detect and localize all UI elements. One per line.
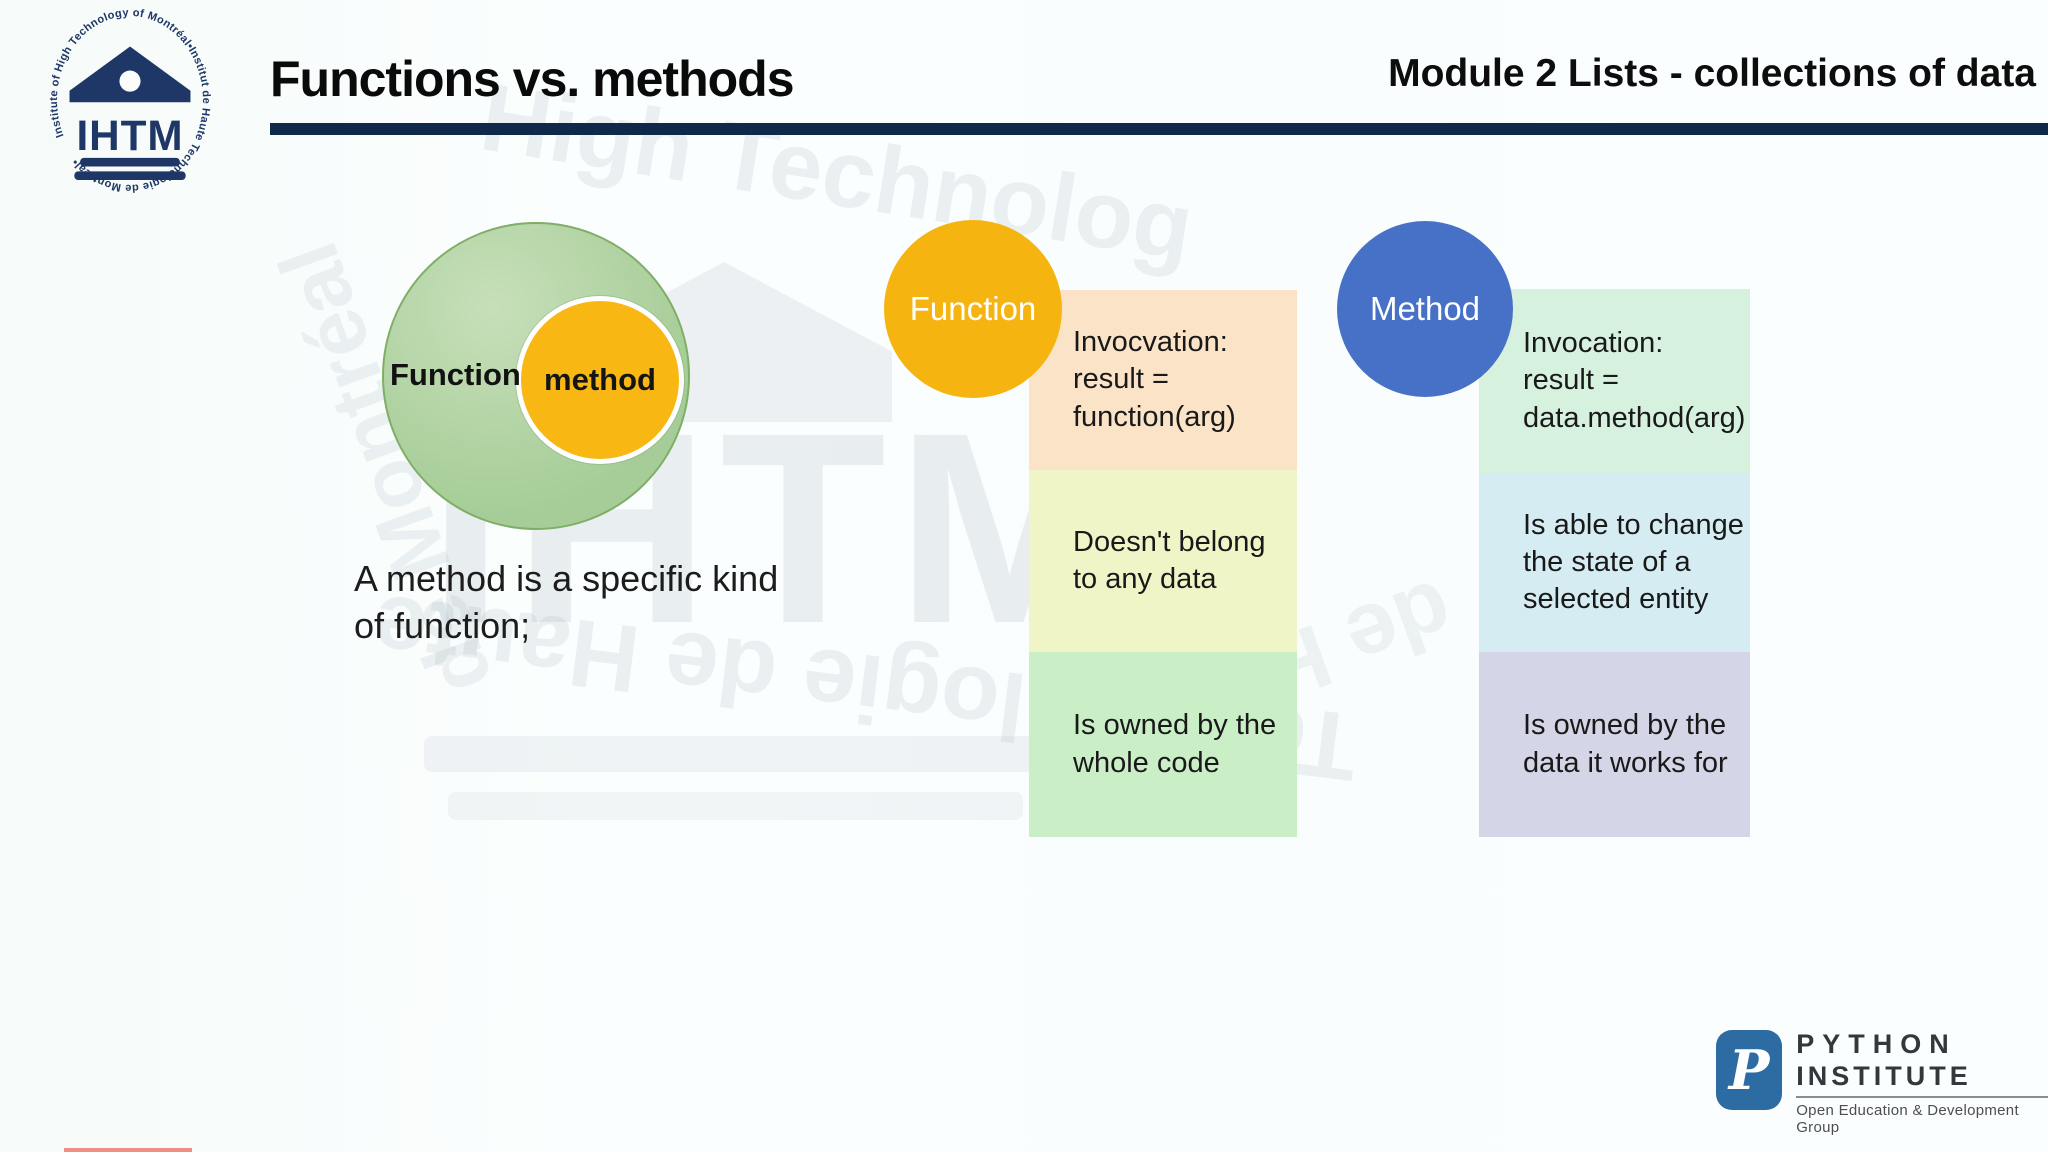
venn-caption: A method is a specific kind of function; [354, 558, 779, 646]
python-institute-badge-icon: P [1716, 1030, 1783, 1110]
python-institute-text: PYTHON INSTITUTE Open Education & Develo… [1796, 1029, 2048, 1137]
python-institute-line2: INSTITUTE [1796, 1061, 1972, 1092]
module-subtitle: Module 2 Lists - collections of data [1388, 52, 2036, 95]
header-rule [270, 123, 2048, 135]
function-row-invocation: Invocvation: result = function(arg) [1029, 290, 1297, 470]
python-institute-tagline: Open Education & Development Group [1796, 1102, 2019, 1137]
function-row-belonging: Doesn't belong to any data [1029, 470, 1297, 652]
python-institute-line1: PYTHON [1796, 1029, 1957, 1059]
venn-function-label: Function [390, 357, 521, 392]
python-institute-divider [1796, 1096, 2048, 1099]
watermark-bar [424, 736, 1044, 772]
page-title: Functions vs. methods [270, 51, 795, 107]
function-column-title: Function [909, 290, 1037, 327]
python-institute-logo: P PYTHON INSTITUTE Open Education & Deve… [1716, 1029, 2048, 1137]
watermark-bar [448, 792, 1023, 820]
method-column-title: Method [1369, 290, 1481, 327]
ihtm-seal-logo: Institute of High Technology of Montréal… [48, 7, 212, 194]
video-progress-sliver [64, 1148, 192, 1152]
seal-acronym: IHTM [76, 112, 183, 159]
function-column-circle: Function [884, 220, 1062, 398]
python-institute-initial: P [1728, 1038, 1770, 1102]
method-row-state: Is able to change the state of a selecte… [1479, 473, 1750, 652]
method-row-ownership: Is owned by the data it works for [1479, 652, 1750, 837]
venn-method-label: method [544, 362, 656, 397]
seal-building-icon [69, 46, 191, 180]
method-row-invocation: Invocation: result = data.method(arg) [1479, 289, 1750, 473]
venn-method-circle: method [516, 296, 684, 464]
method-column-circle: Method [1337, 221, 1513, 397]
function-row-ownership: Is owned by the whole code [1029, 652, 1297, 837]
